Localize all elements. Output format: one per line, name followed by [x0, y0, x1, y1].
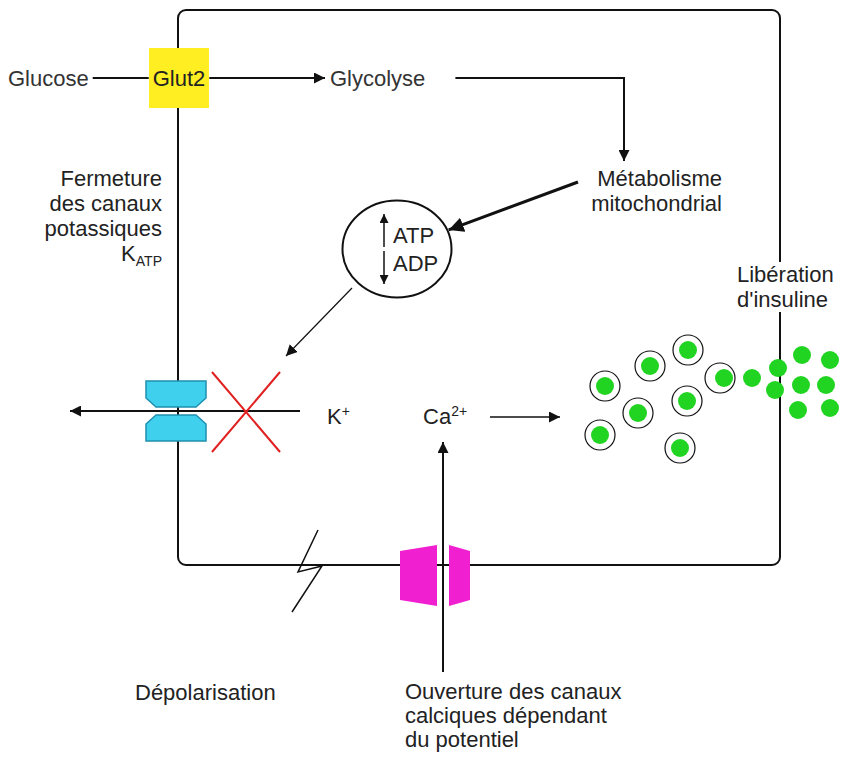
insulin-granule	[821, 351, 839, 369]
calcium-channel	[400, 545, 437, 606]
process-label: Glycolyse	[330, 66, 425, 91]
insulin-granule	[766, 381, 784, 399]
annotation-block: Fermeture des canaux potassiques	[37, 166, 162, 241]
block-cross	[212, 372, 280, 452]
ion-symbol: K	[121, 241, 136, 266]
vesicle	[590, 371, 620, 401]
insulin-granule	[641, 357, 659, 375]
vesicle	[672, 386, 702, 416]
increase-arrow	[383, 214, 385, 247]
annotation-text: Dépolarisation	[135, 680, 276, 705]
vesicle	[623, 398, 653, 428]
node-text: Glycolyse	[330, 66, 425, 91]
insulin-granule	[629, 404, 647, 422]
flow-arrow	[209, 77, 325, 79]
ellipse-outline	[343, 201, 452, 298]
annotation-text: Fermeture des canaux potassiques	[37, 166, 162, 241]
insulin-granule	[792, 376, 810, 394]
vesicle	[673, 335, 703, 365]
calcium-channel	[449, 545, 470, 606]
insulin-vesicles	[585, 335, 735, 463]
annotation-block: Libération d'insuline	[737, 262, 849, 312]
flow-arrow	[449, 182, 578, 230]
calcium-effect-arrow	[490, 416, 560, 418]
insulin-granule	[671, 439, 689, 457]
process-label: Métabolisme mitochondrial	[582, 166, 722, 216]
fusing-vesicle	[705, 363, 735, 393]
block-cross	[212, 372, 280, 452]
insulin-granule	[596, 377, 614, 395]
potassium-channel	[146, 381, 206, 407]
ion-subscript: ATP	[136, 253, 162, 269]
transporter-box: Glut2	[149, 48, 210, 108]
flow-arrow	[93, 77, 149, 79]
cell-membrane	[178, 10, 780, 565]
insulin-granule	[817, 376, 835, 394]
released-insulin	[743, 346, 839, 419]
insulin-granule	[678, 392, 696, 410]
insulin-granule	[821, 399, 839, 417]
node-text: Glucose	[8, 66, 89, 91]
vesicle	[635, 351, 665, 381]
flow-arrow	[455, 78, 624, 161]
depolarisation-bolt	[292, 530, 322, 612]
vesicle	[665, 433, 695, 463]
potassium-channel	[146, 415, 206, 441]
vesicle	[585, 420, 615, 450]
annotation-block: Dépolarisation	[135, 680, 276, 705]
ion-symbol: Ca	[423, 404, 451, 429]
insulin-granule	[715, 369, 733, 387]
annotation-text: Ouverture des canaux calciques dépendant…	[405, 680, 633, 752]
ion-label: Ca2+	[423, 399, 467, 429]
atp-effect-arrow	[286, 288, 352, 356]
insulin-granule	[679, 341, 697, 359]
ellipse-outline	[341, 199, 453, 299]
process-label: Glucose	[8, 66, 89, 91]
annotation-block: Ouverture des canaux calciques dépendant…	[405, 680, 633, 752]
insulin-granule	[793, 346, 811, 364]
ion-charge: +	[342, 403, 350, 419]
energy-ellipse: ATP ADP	[341, 199, 453, 299]
insulin-granule	[591, 426, 609, 444]
node-text: Métabolisme mitochondrial	[582, 166, 722, 216]
potassium-efflux-arrow	[70, 410, 300, 412]
calcium-influx-arrow	[442, 442, 444, 672]
ion-label: K+	[327, 399, 350, 429]
ion-symbol: K	[327, 404, 342, 429]
insulin-granule	[789, 401, 807, 419]
node-text: ADP	[393, 251, 438, 276]
decrease-arrow	[383, 251, 385, 284]
node-text: Glut2	[153, 66, 206, 91]
ion-charge: 2+	[451, 403, 467, 419]
insulin-granule	[769, 359, 787, 377]
annotation-text: Libération d'insuline	[737, 262, 849, 312]
insulin-granule	[743, 369, 761, 387]
channel-name: KATP	[121, 241, 162, 274]
node-text: ATP	[393, 223, 434, 248]
